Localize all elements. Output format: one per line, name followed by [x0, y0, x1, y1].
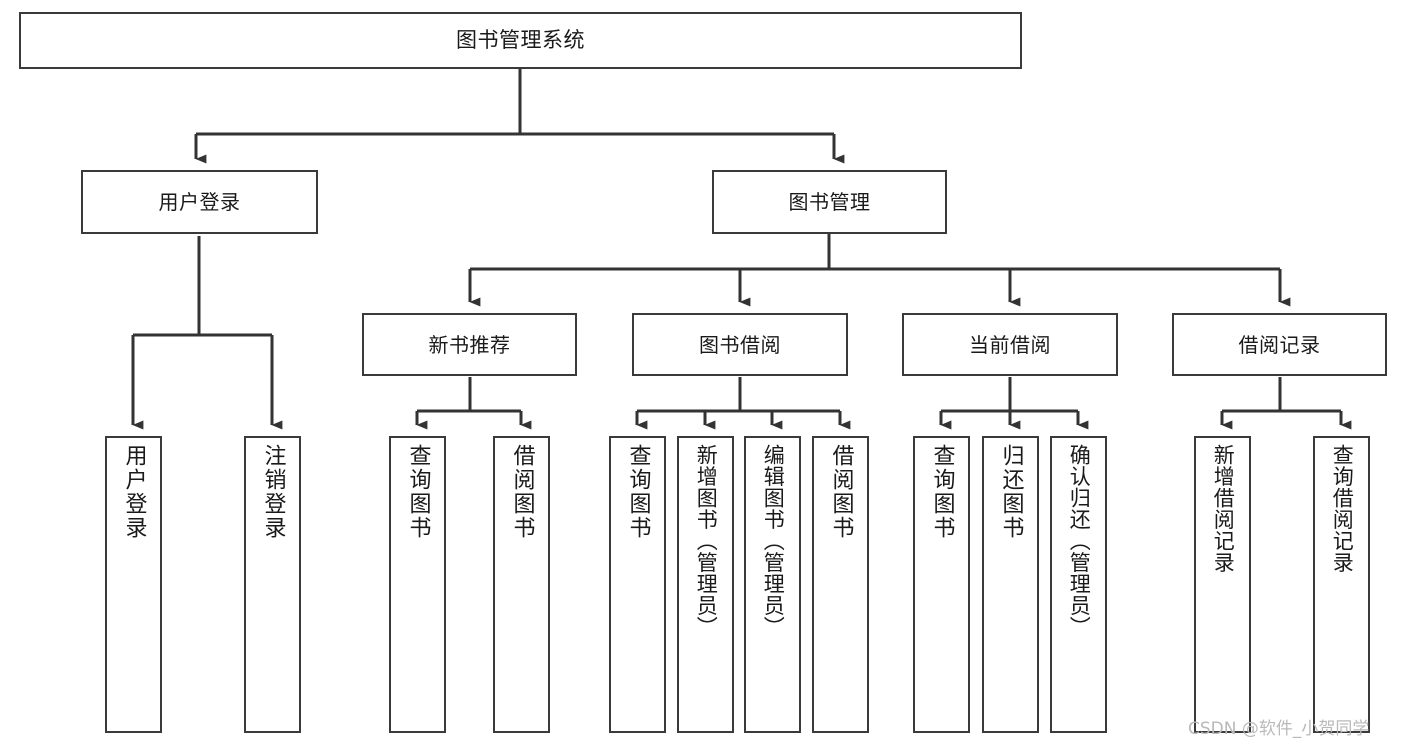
leaf-user-login-label: 用户登录	[121, 444, 147, 540]
leaf-borrow-book[interactable]: 借阅图书	[812, 436, 869, 733]
leaf-confirm-return-admin-label: 确认归还（管理员）	[1067, 444, 1092, 638]
node-book-management[interactable]: 图书管理	[712, 170, 947, 234]
leaf-query-book-newbook-label: 查询图书	[405, 444, 431, 540]
leaf-add-borrow-record-label: 新增借阅记录	[1211, 444, 1236, 573]
leaf-return-book-label: 归还图书	[998, 444, 1024, 540]
node-borrow-records-label: 借阅记录	[1238, 332, 1321, 357]
node-current-borrow-label: 当前借阅	[969, 332, 1051, 357]
node-book-borrow[interactable]: 图书借阅	[632, 313, 848, 376]
node-book-management-label: 图书管理	[788, 190, 871, 214]
leaf-query-borrow-record[interactable]: 查询借阅记录	[1313, 436, 1370, 733]
node-root-label: 图书管理系统	[456, 27, 585, 52]
leaf-query-book-current[interactable]: 查询图书	[913, 436, 970, 733]
node-user-login-label: 用户登录	[158, 190, 241, 214]
leaf-edit-book-admin-label: 编辑图书（管理员）	[761, 444, 786, 638]
leaf-logout-label: 注销登录	[260, 444, 286, 540]
leaf-user-login[interactable]: 用户登录	[105, 436, 162, 733]
leaf-borrow-book-label: 借阅图书	[828, 444, 854, 540]
node-borrow-records[interactable]: 借阅记录	[1172, 313, 1387, 376]
node-new-book-recommend[interactable]: 新书推荐	[362, 313, 577, 376]
node-current-borrow[interactable]: 当前借阅	[902, 313, 1118, 376]
csdn-watermark: CSDN @软件_小贺同学	[1188, 719, 1370, 739]
leaf-confirm-return-admin[interactable]: 确认归还（管理员）	[1050, 436, 1107, 733]
node-book-borrow-label: 图书借阅	[699, 332, 781, 357]
leaf-query-borrow-record-label: 查询借阅记录	[1330, 444, 1355, 573]
leaf-query-book-newbook[interactable]: 查询图书	[389, 436, 446, 733]
leaf-query-book-borrow-label: 查询图书	[625, 444, 651, 540]
leaf-query-book-borrow[interactable]: 查询图书	[609, 436, 666, 733]
leaf-query-book-current-label: 查询图书	[929, 444, 955, 540]
leaf-add-book-admin[interactable]: 新增图书（管理员）	[677, 436, 734, 733]
leaf-add-borrow-record[interactable]: 新增借阅记录	[1194, 436, 1251, 733]
leaf-borrow-book-newbook[interactable]: 借阅图书	[493, 436, 550, 733]
leaf-edit-book-admin[interactable]: 编辑图书（管理员）	[744, 436, 801, 733]
node-user-login[interactable]: 用户登录	[81, 170, 318, 234]
leaf-return-book[interactable]: 归还图书	[982, 436, 1039, 733]
leaf-logout[interactable]: 注销登录	[244, 436, 301, 733]
leaf-borrow-book-newbook-label: 借阅图书	[509, 444, 535, 540]
node-new-book-recommend-label: 新书推荐	[428, 332, 511, 357]
node-root-system[interactable]: 图书管理系统	[19, 12, 1022, 69]
leaf-add-book-admin-label: 新增图书（管理员）	[694, 444, 719, 638]
